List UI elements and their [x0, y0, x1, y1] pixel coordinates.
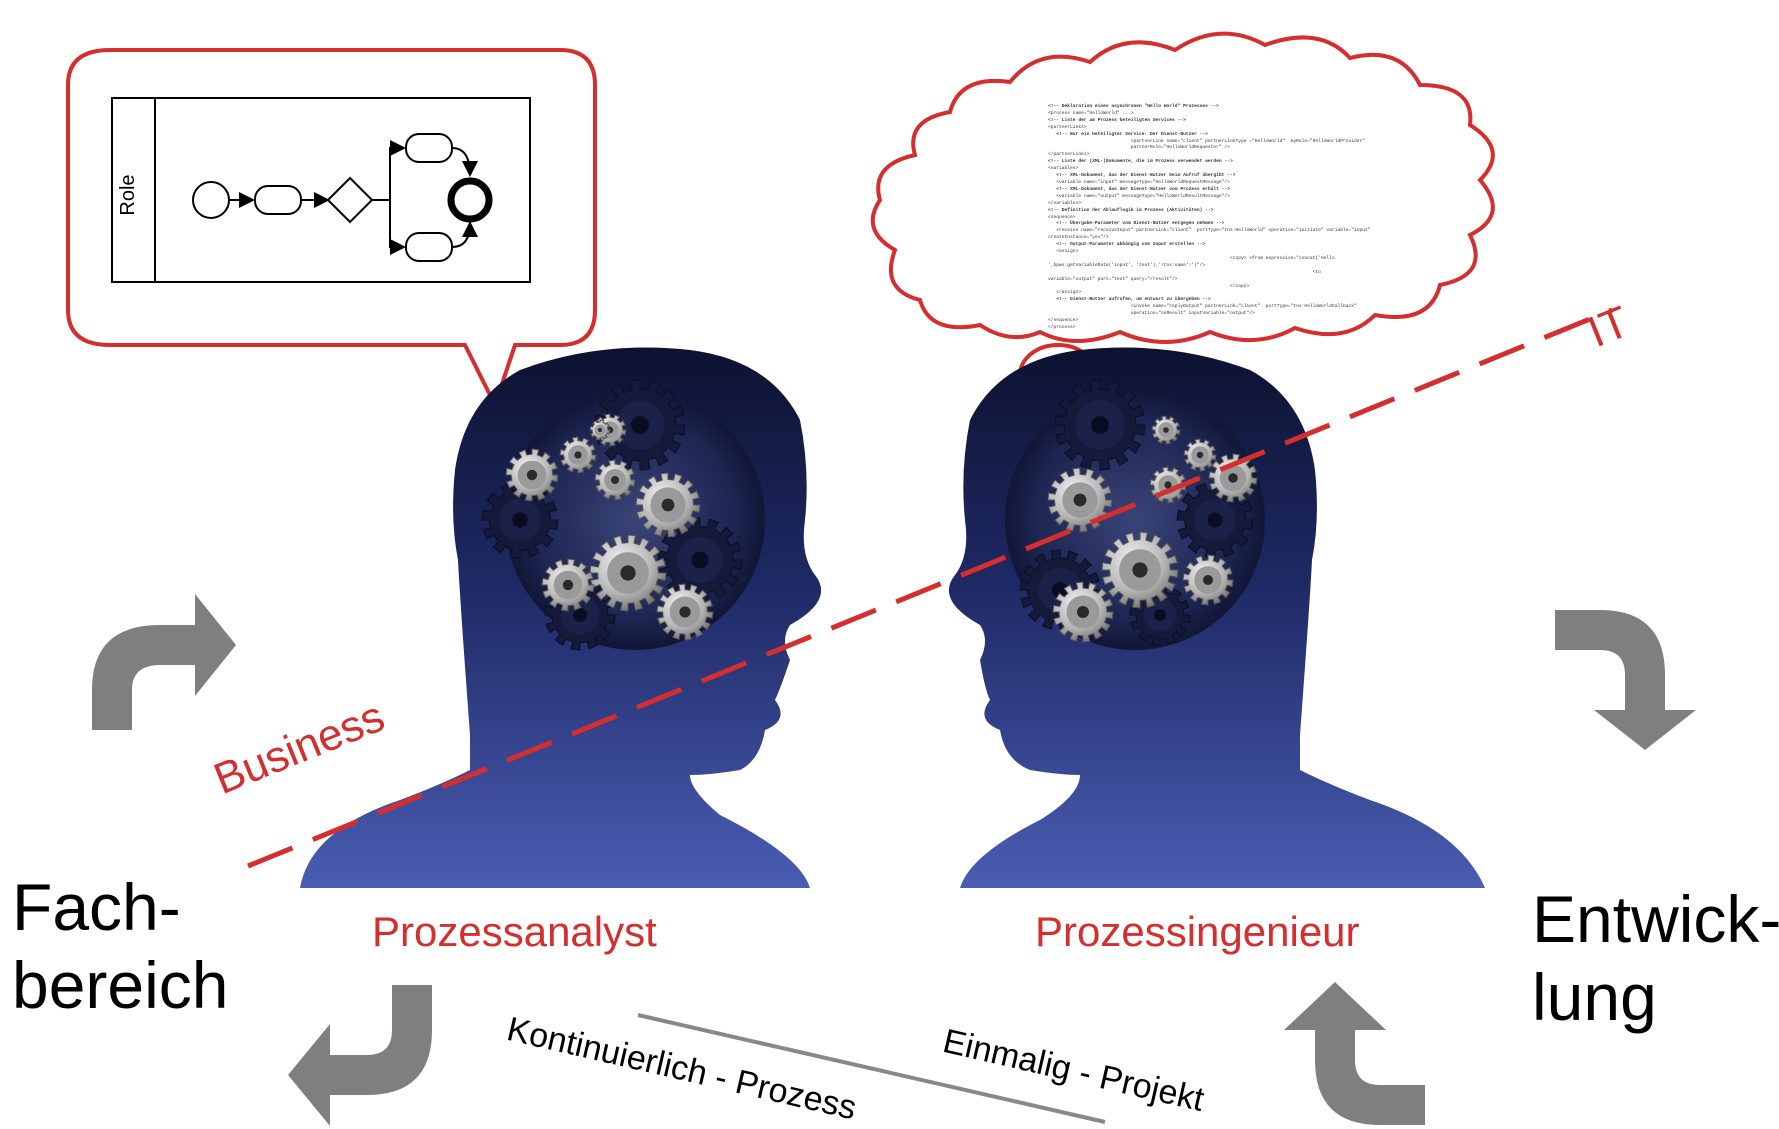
- entwicklung-line1: Entwick-: [1532, 882, 1779, 956]
- engineer-head-silhouette: [948, 347, 1485, 888]
- gateway: [326, 176, 374, 224]
- gear-icon: [1101, 531, 1179, 609]
- gear-icon: [589, 419, 611, 441]
- gear-icon: [594, 379, 686, 471]
- gear-icon: [1052, 581, 1114, 643]
- process-project-divider: [637, 1013, 1106, 1124]
- code-line: operation="onResult" inputVariable="outp…: [1048, 311, 1255, 317]
- code-line: <!-- Liste der am Prozess beteiligten Se…: [1048, 117, 1186, 123]
- code-line: <invoke name="replyOutput" partnerLink="…: [1048, 304, 1357, 310]
- task: [405, 232, 453, 262]
- gear-icon: [589, 534, 667, 612]
- task: [405, 133, 453, 163]
- code-line: <!-- Liste der (XML-)Dokumente, die im P…: [1048, 159, 1233, 165]
- code-line: </assign>: [1048, 290, 1082, 296]
- code-line: variable="output" part="text" query="/re…: [1048, 276, 1178, 282]
- code-line: <variable name="output" messageType="Hel…: [1048, 193, 1230, 199]
- gear-icon: [1183, 438, 1217, 472]
- fachbereich-line1: Fach-: [12, 870, 181, 944]
- entwicklung-line2: lung: [1532, 960, 1657, 1034]
- bpel-code-snippet: <!-- Deklaration eines asynchronen "Hell…: [1048, 104, 1448, 332]
- business-it-divider-line: [247, 307, 1613, 869]
- code-line: </copy>: [1048, 283, 1250, 289]
- prozessanalyst-label: Prozessanalyst: [372, 908, 657, 955]
- code-line: </process>: [1048, 325, 1076, 330]
- gear-icon: [635, 472, 701, 538]
- gear-icon: [559, 436, 597, 474]
- code-line: <copy> <from expression="concat('Hello: [1048, 255, 1335, 261]
- end-event: [447, 177, 493, 223]
- gear-icon: [1047, 467, 1113, 533]
- task: [254, 185, 302, 215]
- code-line: <process name="HelloWorld" ...>: [1048, 110, 1134, 116]
- code-line: <sequence>: [1048, 214, 1076, 220]
- gear-icon: [505, 448, 559, 502]
- code-line: <assign>: [1048, 249, 1079, 255]
- gear-icon: [656, 583, 714, 641]
- code-line: <partnerLinks>: [1048, 124, 1087, 130]
- gear-icon: [1182, 554, 1234, 606]
- gear-icon: [1208, 453, 1258, 503]
- gear-icon: [481, 481, 559, 559]
- bpmn-lane-label: Role: [117, 174, 139, 215]
- bpmn-diagram: Role: [111, 97, 531, 283]
- prozessingenieur-label: Prozessingenieur: [1035, 908, 1360, 955]
- code-line: </sequence>: [1048, 318, 1079, 324]
- entwicklung-label: Entwick- lung: [1532, 880, 1779, 1036]
- code-line: partnerRole="HelloWorldRequester" />: [1048, 145, 1230, 151]
- start-event: [192, 181, 230, 219]
- code-line: </partnerLinks>: [1048, 152, 1090, 158]
- code-line: <!-- Deklaration eines asynchronen "Hell…: [1048, 104, 1219, 109]
- fachbereich-line2: bereich: [12, 948, 229, 1022]
- gear-icon: [1151, 415, 1181, 445]
- code-line: <!-- Output-Parameter abhängig vom Input…: [1048, 242, 1206, 248]
- code-line: <!-- Nur ein beteiligter Service: Der Di…: [1048, 131, 1208, 137]
- fachbereich-label: Fach- bereich: [12, 868, 228, 1024]
- code-line: <!-- Übergabe-Parameter vom Dienst-Nutze…: [1048, 221, 1225, 227]
- code-line: </variables>: [1048, 200, 1082, 206]
- gear-icon: [1054, 379, 1146, 471]
- code-line: <!-- Dienst-Nutzer aufrufen, um Antwort …: [1048, 297, 1211, 303]
- code-line: createInstance="yes"/>: [1048, 235, 1109, 241]
- code-line: <receive name="receiveInput" partnerLink…: [1048, 228, 1371, 234]
- gear-icon: [594, 459, 636, 501]
- code-line: <variable name="input" messageType="Hell…: [1048, 179, 1230, 185]
- cycle-arrow-down-left: [288, 985, 432, 1126]
- code-line: ',bpws:getVariableData('input', 'text'),…: [1048, 262, 1206, 268]
- code-line: <partnerLink name="client" partnerLinkTy…: [1048, 138, 1366, 144]
- code-line: <to: [1048, 269, 1321, 275]
- cycle-arrow-up: [1284, 982, 1425, 1125]
- code-line: <!-- XML-Dokument, das der Dienst-Nutzer…: [1048, 186, 1230, 192]
- cycle-arrow-up-right: [92, 594, 236, 730]
- code-line: <variables>: [1048, 166, 1079, 172]
- code-line: <!-- XML-Dokument, das der Dienst-Nutzer…: [1048, 173, 1236, 179]
- cycle-arrow-right-down: [1555, 610, 1696, 750]
- code-line: <!-- Definition der Ablauflogik im Proze…: [1048, 207, 1214, 213]
- gear-icon: [657, 517, 743, 603]
- gear-icon: [541, 558, 595, 612]
